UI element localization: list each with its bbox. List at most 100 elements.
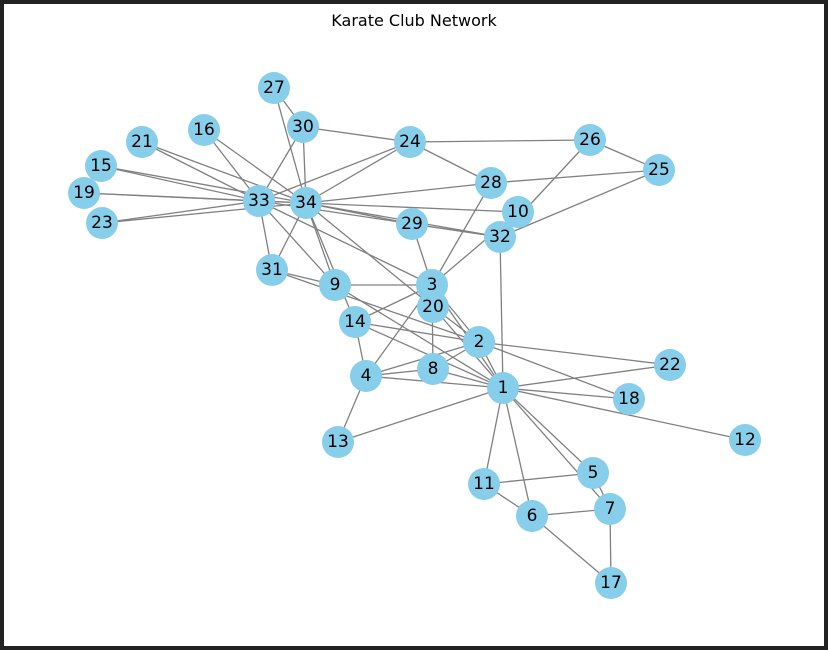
node-29: 29 <box>396 208 428 240</box>
node-label: 3 <box>427 275 438 295</box>
node-circle <box>487 372 519 404</box>
node-label: 26 <box>579 130 601 150</box>
edge-2-14 <box>354 321 480 343</box>
edge-15-33 <box>100 165 260 202</box>
node-label: 8 <box>428 359 439 379</box>
node-label: 31 <box>261 260 283 280</box>
node-6: 6 <box>516 500 548 532</box>
node-label: 25 <box>648 160 670 180</box>
node-circle <box>68 177 100 209</box>
node-13: 13 <box>322 426 354 458</box>
edge-21-33 <box>141 141 260 202</box>
edge-1-11 <box>483 387 504 485</box>
node-label: 4 <box>361 366 372 386</box>
node-label: 28 <box>480 173 502 193</box>
node-circle <box>729 424 761 456</box>
edge-24-33 <box>258 141 411 202</box>
node-label: 34 <box>295 193 317 213</box>
node-label: 30 <box>292 117 314 137</box>
node-32: 32 <box>484 221 516 253</box>
edge-14-34 <box>305 202 356 323</box>
node-circle <box>595 567 627 599</box>
edge-2-18 <box>478 341 630 400</box>
node-circle <box>577 457 609 489</box>
node-17: 17 <box>595 567 627 599</box>
node-circle <box>417 291 449 323</box>
node-label: 10 <box>507 202 529 222</box>
node-circle <box>350 360 382 392</box>
node-circle <box>502 196 534 228</box>
node-33: 33 <box>243 185 275 217</box>
node-circle <box>613 383 645 415</box>
node-label: 21 <box>131 132 153 152</box>
node-label: 18 <box>618 389 640 409</box>
node-circle <box>287 111 319 143</box>
edge-1-32 <box>499 236 504 389</box>
edge-1-6 <box>502 387 533 517</box>
node-label: 6 <box>527 506 538 526</box>
node-circle <box>258 72 290 104</box>
node-circle <box>574 124 606 156</box>
node-circle <box>188 114 220 146</box>
node-circle <box>86 207 118 239</box>
node-4: 4 <box>350 360 382 392</box>
edge-1-18 <box>502 387 630 400</box>
node-26: 26 <box>574 124 606 156</box>
edge-15-34 <box>100 165 307 204</box>
edge-10-34 <box>305 202 519 213</box>
node-31: 31 <box>256 254 288 286</box>
edge-16-34 <box>203 129 307 204</box>
node-label: 24 <box>399 132 421 152</box>
node-circle <box>319 269 351 301</box>
node-25: 25 <box>643 154 675 186</box>
node-label: 16 <box>193 120 215 140</box>
node-9: 9 <box>319 269 351 301</box>
node-label: 29 <box>401 214 423 234</box>
edge-23-33 <box>101 200 260 224</box>
node-circle <box>394 126 426 158</box>
node-14: 14 <box>339 306 371 338</box>
node-27: 27 <box>258 72 290 104</box>
node-label: 32 <box>489 227 511 247</box>
node-16: 16 <box>188 114 220 146</box>
edge-2-31 <box>271 269 480 343</box>
node-label: 5 <box>588 463 599 483</box>
node-circle <box>290 187 322 219</box>
edge-1-22 <box>502 364 671 389</box>
node-2: 2 <box>463 326 495 358</box>
node-7: 7 <box>594 493 626 525</box>
chart-title: Karate Club Network <box>331 11 497 30</box>
node-circle <box>594 493 626 525</box>
node-10: 10 <box>502 196 534 228</box>
edge-28-34 <box>305 182 492 204</box>
node-label: 11 <box>473 474 495 494</box>
node-label: 22 <box>659 355 681 375</box>
edge-25-32 <box>499 169 660 238</box>
node-label: 12 <box>734 430 756 450</box>
node-label: 19 <box>73 183 95 203</box>
node-30: 30 <box>287 111 319 143</box>
node-15: 15 <box>85 150 117 182</box>
node-23: 23 <box>86 207 118 239</box>
node-circle <box>475 167 507 199</box>
edge-3-28 <box>431 182 492 286</box>
node-label: 2 <box>474 332 485 352</box>
node-circle <box>468 468 500 500</box>
node-20: 20 <box>417 291 449 323</box>
node-circle <box>339 306 371 338</box>
edge-9-33 <box>258 200 336 286</box>
node-label: 14 <box>344 312 366 332</box>
node-label: 15 <box>90 156 112 176</box>
edge-20-34 <box>305 202 434 308</box>
node-circle <box>463 326 495 358</box>
node-22: 22 <box>654 349 686 381</box>
node-label: 17 <box>600 573 622 593</box>
edge-3-33 <box>258 200 433 286</box>
node-label: 20 <box>422 297 444 317</box>
node-circle <box>417 353 449 385</box>
node-circle <box>126 126 158 158</box>
node-34: 34 <box>290 187 322 219</box>
node-circle <box>322 426 354 458</box>
